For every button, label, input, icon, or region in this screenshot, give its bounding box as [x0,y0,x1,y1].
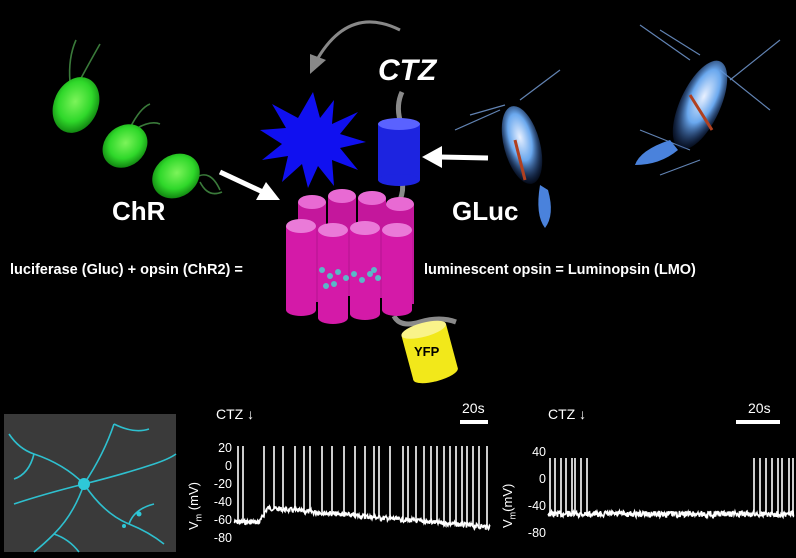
right-tick: 40 [532,445,546,459]
right-ctz-marker: CTZ ↓ [548,406,586,422]
chr-label: ChR [112,196,166,226]
light-burst-icon [260,92,366,188]
left-tick: -40 [213,495,232,509]
left-ctz-marker: CTZ ↓ [216,406,254,422]
left-equation: luciferase (Gluc) + opsin (ChR2) = [10,262,243,278]
right-ylabel: Vm(mV) [500,483,518,528]
right-tick: -80 [527,526,546,540]
left-tick: 0 [225,459,232,473]
down-arrow-icon: ↓ [579,406,587,422]
luciferase-cylinder-icon [378,118,420,186]
left-tick: -60 [213,513,232,527]
gluc-label: GLuc [452,196,519,226]
right-scale-label: 20s [748,400,771,416]
neuron-micrograph-icon [4,414,177,553]
left-voltage-trace [233,446,491,532]
right-ctz-label: CTZ [548,406,576,422]
right-voltage-trace [547,458,795,520]
left-tick: 20 [218,441,232,455]
membrane-potential-line [233,504,491,532]
yfp-label: YFP [414,344,440,359]
right-tick: 0 [539,472,546,486]
down-arrow-icon: ↓ [247,406,255,422]
left-scale-bar [460,420,488,424]
right-scale-bar [736,420,780,424]
ctz-label: CTZ [378,54,437,87]
membrane-potential-line [547,508,795,520]
yfp-cylinder-icon [401,320,458,384]
right-tick: -40 [527,499,546,513]
left-tick: -80 [213,531,232,545]
left-ctz-label: CTZ [216,406,244,422]
left-tick: -20 [213,477,232,491]
left-ylabel: Vm (mV) [186,482,204,530]
opsin-helix-bundle-icon [286,189,414,324]
right-equation: luminescent opsin = Luminopsin (LMO) [424,262,696,278]
left-scale-label: 20s [462,400,485,416]
